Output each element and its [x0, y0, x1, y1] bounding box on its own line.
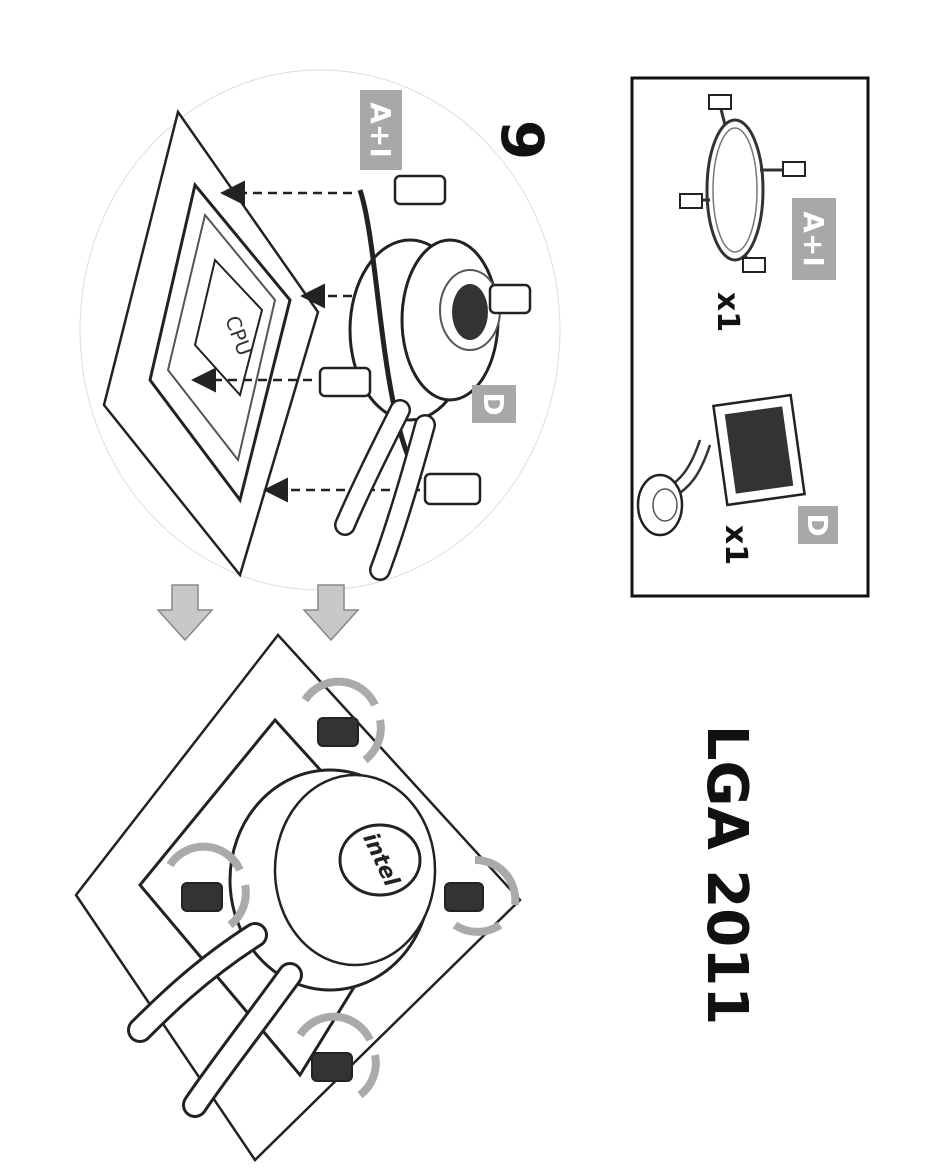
- parts-badge-d-text: D: [801, 513, 834, 536]
- parts-qty-d: x1: [718, 525, 753, 565]
- down-arrow-right: [304, 585, 358, 640]
- parts-badge-a-i-text: A+I: [797, 211, 830, 267]
- callout-badge-a-i-text: A+I: [364, 102, 397, 158]
- exploded-view: CPU A+I: [80, 70, 560, 590]
- assembled-view: intel: [76, 635, 520, 1160]
- parts-badge-a-i: A+I: [792, 198, 836, 280]
- callout-badge-d-text: D: [477, 392, 510, 415]
- callout-badge-d: D: [472, 385, 516, 423]
- down-arrow-left: [158, 585, 212, 640]
- intel-logo-icon: [452, 284, 488, 340]
- parts-qty-a-i: x1: [710, 292, 745, 332]
- parts-badge-d: D: [798, 506, 838, 544]
- parts-box: A+I x1 D x1: [632, 78, 868, 596]
- step-number: 9: [488, 120, 556, 160]
- callout-badge-a-i: A+I: [360, 90, 402, 170]
- page-title: LGA 2011: [694, 725, 759, 1025]
